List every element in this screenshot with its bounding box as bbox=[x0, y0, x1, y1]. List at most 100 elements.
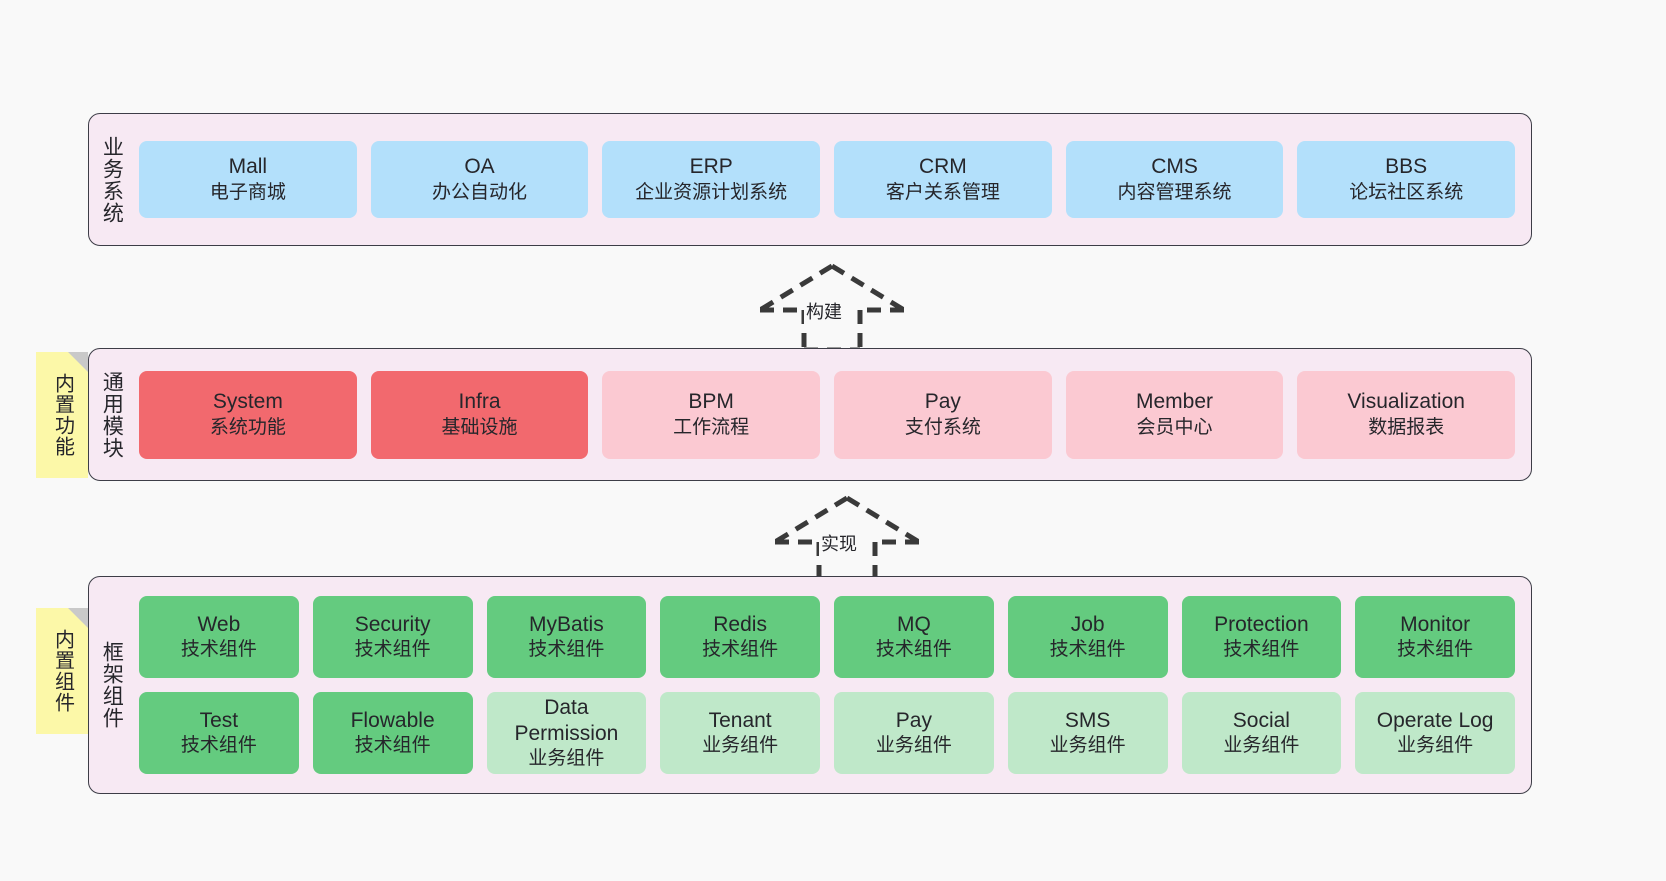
card-member-sub: 会员中心 bbox=[1136, 416, 1213, 438]
layer-title-framework: 框架组件 bbox=[100, 641, 124, 729]
card-security-name: Security bbox=[354, 612, 431, 636]
card-sms-sub: 业务组件 bbox=[1049, 735, 1126, 757]
card-security[interactable]: Security 技术组件 bbox=[312, 596, 473, 678]
layer-body-framework: Web 技术组件 Security 技术组件 MyBatis 技术组件 Redi… bbox=[133, 577, 1531, 793]
card-redis[interactable]: Redis 技术组件 bbox=[660, 596, 820, 678]
card-social[interactable]: Social 业务组件 bbox=[1181, 692, 1342, 774]
card-test-sub: 技术组件 bbox=[180, 735, 257, 757]
card-monitor-sub: 技术组件 bbox=[1397, 639, 1474, 661]
card-monitor[interactable]: Monitor 技术组件 bbox=[1355, 596, 1515, 678]
card-erp-name: ERP bbox=[689, 155, 733, 179]
sticky-note-builtin-components-label: 内置组件 bbox=[51, 629, 74, 713]
card-mybatis[interactable]: MyBatis 技术组件 bbox=[486, 596, 647, 678]
card-operate-log-name: Operate Log bbox=[1376, 708, 1494, 732]
layer-body-business: Mall 电子商城 OA 办公自动化 ERP 企业资源计划系统 CRM 客户关系… bbox=[133, 114, 1531, 245]
card-bpm-sub: 工作流程 bbox=[673, 416, 750, 438]
layer-body-modules: System 系统功能 Infra 基础设施 BPM 工作流程 Pay 支付系统… bbox=[133, 349, 1531, 480]
card-job-sub: 技术组件 bbox=[1049, 639, 1126, 661]
dashed-hollow-arrow-up-icon bbox=[758, 263, 906, 353]
card-tenant-sub: 业务组件 bbox=[702, 735, 779, 757]
card-security-sub: 技术组件 bbox=[354, 639, 431, 661]
sticky-fold-corner-icon bbox=[68, 352, 88, 372]
card-mall-name: Mall bbox=[228, 155, 268, 179]
card-social-sub: 业务组件 bbox=[1223, 735, 1300, 757]
card-tenant-name: Tenant bbox=[708, 708, 772, 732]
sticky-note-builtin-features: 内置功能 bbox=[36, 352, 88, 478]
card-data-permission[interactable]: Data Permission 业务组件 bbox=[486, 692, 647, 774]
card-bpm-name: BPM bbox=[688, 390, 734, 414]
card-infra-name: Infra bbox=[458, 390, 501, 414]
card-mybatis-name: MyBatis bbox=[529, 612, 604, 636]
framework-business-row: Test 技术组件 Flowable 技术组件 Data Permission … bbox=[139, 692, 1515, 774]
card-visualization-name: Visualization bbox=[1347, 390, 1465, 414]
card-member-name: Member bbox=[1136, 390, 1214, 414]
card-crm[interactable]: CRM 客户关系管理 bbox=[834, 141, 1052, 218]
card-tenant[interactable]: Tenant 业务组件 bbox=[660, 692, 820, 774]
card-bpm[interactable]: BPM 工作流程 bbox=[602, 370, 821, 459]
card-web[interactable]: Web 技术组件 bbox=[139, 596, 299, 678]
card-web-name: Web bbox=[197, 612, 241, 636]
layer-business-system: 业务系统 Mall 电子商城 OA 办公自动化 ERP 企业资源计划系统 CRM… bbox=[88, 113, 1532, 246]
connector-build-label: 构建 bbox=[804, 298, 844, 324]
card-mall[interactable]: Mall 电子商城 bbox=[139, 141, 357, 218]
business-card-row: Mall 电子商城 OA 办公自动化 ERP 企业资源计划系统 CRM 客户关系… bbox=[139, 141, 1516, 218]
card-mybatis-sub: 技术组件 bbox=[528, 639, 605, 661]
card-oa-name: OA bbox=[464, 155, 495, 179]
card-data-permission-name: Data Permission bbox=[514, 695, 619, 746]
card-operate-log-sub: 业务组件 bbox=[1397, 735, 1474, 757]
card-infra[interactable]: Infra 基础设施 bbox=[370, 370, 589, 459]
card-erp[interactable]: ERP 企业资源计划系统 bbox=[602, 141, 821, 218]
card-visualization[interactable]: Visualization 数据报表 bbox=[1297, 370, 1516, 459]
sticky-note-builtin-components: 内置组件 bbox=[36, 608, 88, 734]
card-operate-log[interactable]: Operate Log 业务组件 bbox=[1355, 692, 1515, 774]
card-oa-sub: 办公自动化 bbox=[432, 181, 528, 203]
connector-implement-label: 实现 bbox=[819, 530, 859, 556]
layer-title-business: 业务系统 bbox=[100, 135, 124, 224]
card-pay-component[interactable]: Pay 业务组件 bbox=[834, 692, 994, 774]
layer-title-modules: 通用模块 bbox=[100, 370, 124, 459]
card-cms-name: CMS bbox=[1151, 155, 1198, 179]
card-mq-sub: 技术组件 bbox=[875, 639, 952, 661]
card-cms-sub: 内容管理系统 bbox=[1117, 181, 1232, 203]
card-pay-module-sub: 支付系统 bbox=[904, 416, 981, 438]
sticky-note-builtin-features-label: 内置功能 bbox=[51, 373, 74, 457]
card-protection-name: Protection bbox=[1214, 612, 1309, 636]
card-flowable[interactable]: Flowable 技术组件 bbox=[312, 692, 473, 774]
card-bbs-name: BBS bbox=[1385, 155, 1428, 179]
card-redis-sub: 技术组件 bbox=[702, 639, 779, 661]
sticky-fold-corner-icon bbox=[68, 608, 88, 628]
card-data-permission-sub: 业务组件 bbox=[528, 748, 605, 770]
card-sms-name: SMS bbox=[1064, 708, 1111, 732]
card-test[interactable]: Test 技术组件 bbox=[139, 692, 299, 774]
card-monitor-name: Monitor bbox=[1400, 612, 1471, 636]
dashed-hollow-arrow-up-icon bbox=[773, 495, 921, 585]
card-mq[interactable]: MQ 技术组件 bbox=[834, 596, 994, 678]
card-web-sub: 技术组件 bbox=[180, 639, 257, 661]
connector-implement: 实现 bbox=[767, 490, 927, 586]
card-system[interactable]: System 系统功能 bbox=[139, 370, 357, 459]
card-protection[interactable]: Protection 技术组件 bbox=[1181, 596, 1342, 678]
card-erp-sub: 企业资源计划系统 bbox=[635, 181, 788, 203]
layer-framework-components: 框架组件 Web 技术组件 Security 技术组件 MyBatis 技术组件… bbox=[88, 576, 1532, 794]
layer-common-modules: 通用模块 System 系统功能 Infra 基础设施 BPM 工作流程 Pay… bbox=[88, 348, 1532, 481]
card-member[interactable]: Member 会员中心 bbox=[1065, 370, 1284, 459]
card-crm-name: CRM bbox=[918, 155, 967, 179]
card-bbs[interactable]: BBS 论坛社区系统 bbox=[1297, 141, 1516, 218]
card-pay-module[interactable]: Pay 支付系统 bbox=[834, 370, 1052, 459]
card-oa[interactable]: OA 办公自动化 bbox=[370, 141, 589, 218]
card-bbs-sub: 论坛社区系统 bbox=[1349, 181, 1464, 203]
card-cms[interactable]: CMS 内容管理系统 bbox=[1065, 141, 1284, 218]
card-job[interactable]: Job 技术组件 bbox=[1007, 596, 1168, 678]
framework-tech-row: Web 技术组件 Security 技术组件 MyBatis 技术组件 Redi… bbox=[139, 596, 1515, 678]
card-flowable-sub: 技术组件 bbox=[354, 735, 431, 757]
card-sms[interactable]: SMS 业务组件 bbox=[1007, 692, 1168, 774]
card-visualization-sub: 数据报表 bbox=[1368, 416, 1445, 438]
card-pay-component-sub: 业务组件 bbox=[875, 735, 952, 757]
connector-build: 构建 bbox=[752, 258, 912, 354]
card-flowable-name: Flowable bbox=[350, 708, 435, 732]
card-mq-name: MQ bbox=[896, 612, 931, 636]
card-protection-sub: 技术组件 bbox=[1223, 639, 1300, 661]
card-system-sub: 系统功能 bbox=[209, 416, 286, 438]
card-infra-sub: 基础设施 bbox=[441, 416, 518, 438]
